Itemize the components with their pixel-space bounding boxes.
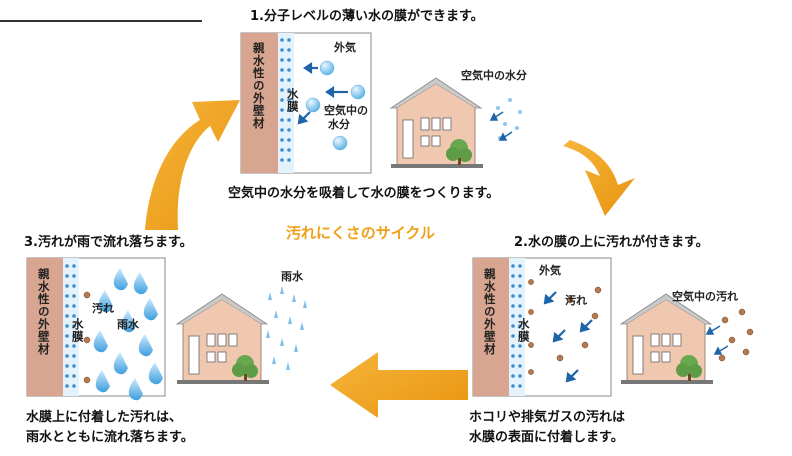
step2-membrane-label: 水膜 (516, 318, 531, 343)
step2-air-dirt-label: 空気中の汚れ (672, 290, 738, 303)
step1-panel (240, 32, 372, 174)
step3-house (176, 293, 270, 385)
step1-wall-label: 親水性の外壁材 (251, 42, 266, 130)
arrow-2-to-3 (330, 352, 468, 418)
step2-panel (472, 257, 612, 397)
step3-caption-line1: 水膜上に付着した汚れは、 (26, 410, 183, 425)
step1-moisture-particles (489, 98, 522, 141)
step3-rain-outside (266, 286, 307, 370)
step2-caption-line2: 水膜の表面に付着します。 (469, 430, 624, 445)
step1-title: 1.分子レベルの薄い水の膜ができます。 (250, 9, 484, 24)
step2-wall-label: 親水性の外壁材 (482, 268, 497, 356)
step2-dirt-label: 汚れ (565, 294, 587, 307)
step1-caption: 空気中の水分を吸着して水の膜をつくります。 (228, 186, 500, 201)
arrow-3-to-1 (145, 100, 240, 230)
step3-membrane-label: 水膜 (70, 318, 85, 343)
step2-caption-line1: ホコリや排気ガスの汚れは (469, 410, 626, 425)
step3-rain-label: 雨水 (117, 318, 139, 331)
step3-caption-line2: 雨水とともに流れ落ちます。 (26, 430, 194, 445)
step1-membrane-label: 水膜 (285, 88, 300, 113)
step2-house (620, 293, 714, 385)
step3-outside-rain-label: 雨水 (281, 270, 303, 283)
step3-panel (26, 257, 166, 401)
step3-wall-label: 親水性の外壁材 (36, 268, 51, 356)
step1-air-moisture-line2: 水分 (328, 118, 350, 131)
header-rule (0, 20, 202, 22)
step1-air-moisture-line1: 空気中の (324, 104, 368, 117)
arrow-1-to-2 (563, 140, 635, 216)
step1-outside-label: 外気 (334, 41, 356, 54)
step1-moisture-label: 空気中の水分 (461, 69, 527, 82)
step1-house (390, 77, 484, 169)
step2-outside-label: 外気 (539, 264, 561, 277)
step3-title: 3.汚れが雨で流れ落ちます。 (24, 235, 193, 250)
step3-dirt-label: 汚れ (92, 302, 114, 315)
step2-dirt-particles (705, 308, 754, 362)
step2-title: 2.水の膜の上に汚れが付きます。 (514, 235, 709, 250)
cycle-title: 汚れにくさのサイクル (286, 224, 435, 242)
